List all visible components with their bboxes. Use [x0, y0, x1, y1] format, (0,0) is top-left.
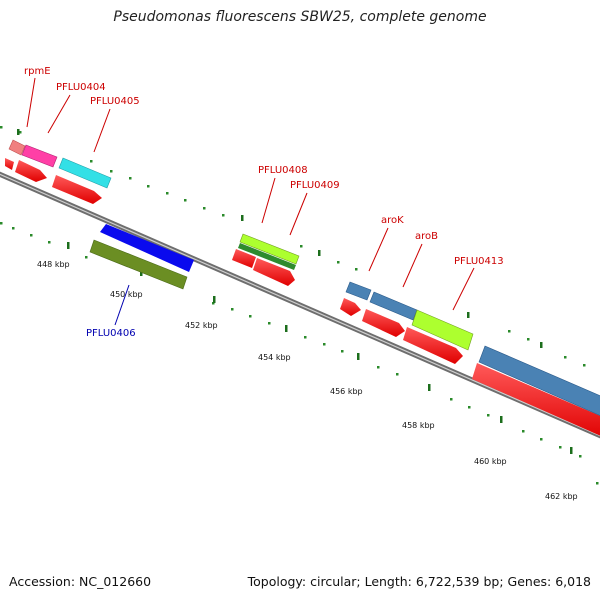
accession-text: Accession: NC_012660 [9, 574, 152, 589]
upper-genes [8, 139, 600, 420]
lower-genes [89, 224, 194, 290]
inner-dotted-ring [0, 222, 599, 485]
genome-stats-text: Topology: circular; Length: 6,722,539 bp… [247, 574, 591, 589]
label-leaders [26, 77, 475, 326]
gene-label: PFLU0409 [290, 180, 340, 191]
scale-label: 450 kbp [110, 290, 143, 299]
gene-arrow[interactable] [15, 160, 47, 182]
gene-arrow[interactable] [253, 258, 295, 286]
scale-labels: 448 kbp 450 kbp 452 kbp 454 kbp 456 kbp … [37, 260, 578, 501]
gene-arrow[interactable] [403, 327, 463, 364]
gene-PFLU0404[interactable] [21, 144, 58, 168]
gene-PFLU0408[interactable] [239, 233, 300, 265]
gene-label: PFLU0404 [56, 82, 106, 93]
gene-label: PFLU0413 [454, 256, 504, 267]
outer-dotted-ring [0, 126, 586, 367]
gene-labels: rpmE PFLU0404 PFLU0405 PFLU0408 PFLU0409… [24, 66, 504, 339]
gene-arrow[interactable] [232, 249, 256, 268]
gene-label: PFLU0405 [90, 96, 140, 107]
gene-blue-steel[interactable] [478, 345, 600, 420]
forward-strand-genes [5, 158, 600, 440]
gene-arrow[interactable] [52, 175, 102, 204]
scale-label: 460 kbp [474, 457, 507, 466]
gene-PFLU0409[interactable] [238, 243, 296, 270]
gene-label: PFLU0406 [86, 328, 136, 339]
gene-label: aroB [415, 231, 438, 242]
gene-arrow[interactable] [362, 309, 405, 337]
gene-arrow[interactable] [472, 363, 600, 440]
gene-label: rpmE [24, 66, 51, 77]
gene-arrow[interactable] [340, 298, 361, 316]
gene-PFLU0406[interactable] [89, 239, 188, 290]
gene-PFLU0405[interactable] [58, 157, 112, 189]
gene-aroB[interactable] [369, 291, 418, 321]
gene-label: aroK [381, 215, 404, 226]
scale-label: 452 kbp [185, 321, 218, 330]
scale-label: 448 kbp [37, 260, 70, 269]
scale-label: 462 kbp [545, 492, 578, 501]
page-title: Pseudomonas fluorescens SBW25, complete … [113, 9, 487, 25]
gene-rpmE[interactable] [8, 139, 26, 156]
gene-label: PFLU0408 [258, 165, 308, 176]
genome-backbone [0, 171, 600, 439]
scale-label: 458 kbp [402, 421, 435, 430]
gene-arrow[interactable] [5, 158, 14, 170]
scale-label: 454 kbp [258, 353, 291, 362]
scale-label: 456 kbp [330, 387, 363, 396]
gene-PFLU0413[interactable] [411, 309, 474, 351]
gene-aroK[interactable] [345, 281, 372, 301]
gene-blue[interactable] [100, 224, 194, 272]
